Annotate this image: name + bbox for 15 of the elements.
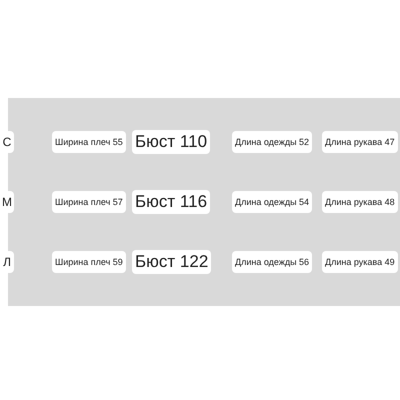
shoulder-width-label: Ширина плеч 57: [52, 191, 126, 213]
sleeve-length-label: Длина рукава 47: [322, 131, 398, 153]
bust-label: Бюст 110: [132, 130, 210, 154]
garment-length-label: Длина одежды 52: [232, 131, 312, 153]
shoulder-width-label: Ширина плеч 55: [52, 131, 126, 153]
bust-label: Бюст 116: [132, 190, 210, 214]
garment-length-label: Длина одежды 56: [232, 251, 312, 273]
garment-length-label: Длина одежды 54: [232, 191, 312, 213]
sleeve-length-label: Длина рукава 49: [322, 251, 398, 273]
size-label: С: [0, 131, 14, 153]
size-label: Л: [0, 251, 14, 273]
size-label: М: [0, 191, 14, 213]
shoulder-width-label: Ширина плеч 59: [52, 251, 126, 273]
sleeve-length-label: Длина рукава 48: [322, 191, 398, 213]
bust-label: Бюст 122: [132, 250, 212, 274]
